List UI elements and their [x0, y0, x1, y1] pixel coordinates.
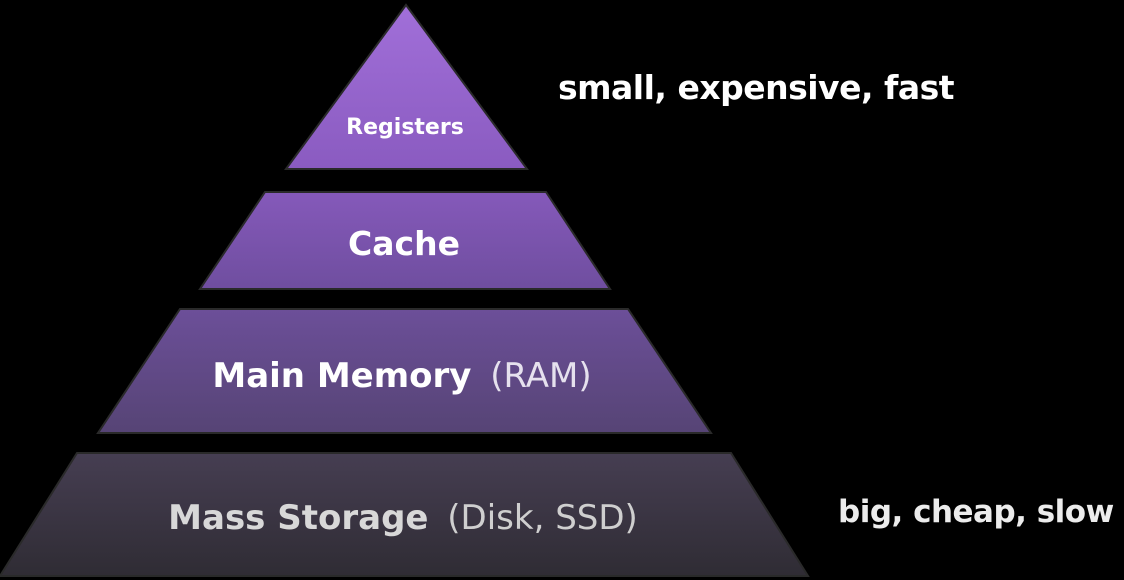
- tier-mass-storage-text: Mass Storage (Disk, SSD): [168, 498, 638, 538]
- annotation-bottom: big, cheap, slow: [838, 494, 1114, 530]
- tier-main-memory-qualifier: (RAM): [490, 356, 591, 396]
- tier-cache-label: Cache: [348, 224, 460, 263]
- tier-cache-text: Cache: [348, 224, 460, 263]
- tier-mass-storage-qualifier: (Disk, SSD): [447, 498, 638, 538]
- annotation-top: small, expensive, fast: [558, 68, 955, 107]
- tier-registers-label: Registers: [346, 115, 464, 140]
- tier-mass-storage-shape: [0, 452, 810, 577]
- tier-registers: Registers: [284, 3, 529, 170]
- tier-main-memory-shape: [96, 308, 713, 434]
- tier-main-memory-text: Main Memory (RAM): [212, 356, 591, 396]
- tier-main-memory-label: Main Memory: [212, 356, 471, 396]
- tier-cache: Cache: [198, 191, 612, 290]
- tier-registers-shape: [284, 3, 529, 170]
- tier-registers-text: Registers: [346, 115, 464, 140]
- tier-main-memory: Main Memory (RAM): [96, 308, 713, 434]
- tier-mass-storage-label: Mass Storage: [168, 498, 428, 538]
- tier-mass-storage: Mass Storage (Disk, SSD): [0, 452, 810, 577]
- tier-cache-shape: [198, 191, 612, 290]
